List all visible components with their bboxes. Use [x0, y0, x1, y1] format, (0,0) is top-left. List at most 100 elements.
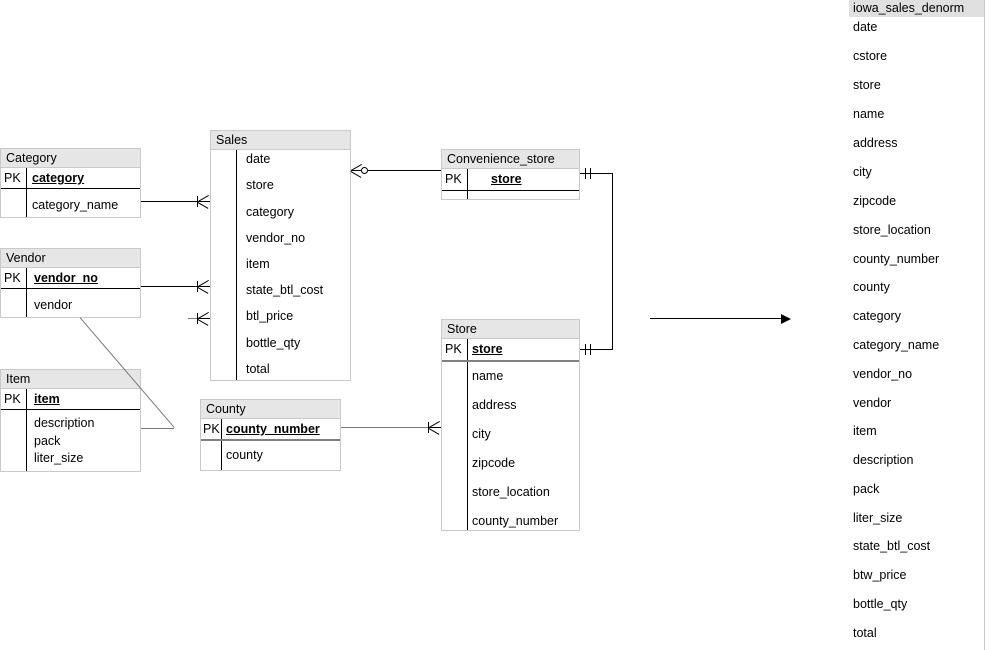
relationship-sales-convenience-crowsfoot — [351, 164, 363, 177]
entity-sales-attr-0: date — [246, 152, 271, 166]
denorm-column-8: county_number — [853, 252, 940, 266]
pk-gutter-divider — [467, 169, 468, 199]
entity-county-attr-0: county — [226, 448, 263, 462]
relationship-category-sales-line — [141, 201, 210, 202]
denorm-column-15: description — [853, 453, 914, 467]
denorm-column-13: vendor — [853, 396, 892, 410]
entity-sales-attr-4: item — [246, 257, 270, 271]
denorm-column-11: category_name — [853, 338, 940, 352]
relationship-vendor-sales-line — [141, 286, 210, 287]
entity-sales-attr-3: vendor_no — [246, 231, 306, 245]
entity-item[interactable]: Item PK item description pack liter_size — [0, 369, 141, 472]
denorm-column-20: bottle_qty — [853, 597, 908, 611]
entity-store[interactable]: Store PK store name address city zipcode… — [441, 319, 580, 531]
entity-vendor-title: Vendor — [1, 249, 140, 268]
entity-vendor[interactable]: Vendor PK vendor_no vendor — [0, 248, 141, 318]
entity-county[interactable]: County PK county_number county — [200, 399, 341, 471]
entity-convenience-store-pk-rule — [442, 190, 579, 191]
entity-item-attr-1: pack — [34, 434, 61, 448]
entity-store-attr-3: zipcode — [472, 456, 516, 470]
entity-sales[interactable]: Sales date store category vendor_no item… — [210, 130, 351, 381]
entity-county-body: PK county_number county — [201, 419, 340, 470]
entity-store-attr-1: address — [472, 398, 517, 412]
pk-gutter-divider — [467, 339, 468, 530]
entity-sales-attr-2: category — [246, 205, 294, 219]
entity-store-title: Store — [442, 320, 579, 339]
entity-convenience-store-pk-label: PK — [445, 172, 462, 186]
denorm-column-19: btw_price — [853, 568, 907, 582]
entity-category-pk-field: category — [32, 171, 85, 185]
denorm-column-14: item — [853, 424, 877, 438]
entity-vendor-pk-field: vendor_no — [34, 271, 98, 285]
entity-convenience-store-title: Convenience_store — [442, 150, 579, 169]
pk-gutter-divider — [26, 389, 27, 471]
transform-arrow-shaft — [650, 318, 783, 319]
entity-item-attr-2: liter_size — [34, 451, 84, 465]
pk-gutter-divider — [26, 168, 27, 217]
entity-item-pk-rule — [1, 409, 140, 410]
entity-category[interactable]: Category PK category category_name — [0, 148, 141, 218]
denorm-column-5: city — [853, 165, 872, 179]
pk-gutter-divider — [26, 268, 27, 317]
relationship-sales-convenience-optional-circle — [361, 167, 368, 174]
entity-vendor-pk-label: PK — [4, 271, 21, 285]
denorm-column-16: pack — [853, 482, 880, 496]
denorm-column-9: county — [853, 280, 890, 294]
denorm-table-title: iowa_sales_denorm — [849, 0, 984, 17]
entity-item-body: PK item description pack liter_size — [1, 389, 140, 471]
entity-store-pk-field: store — [472, 342, 503, 356]
entity-item-pk-field: item — [34, 392, 60, 406]
entity-convenience-store-body: PK store — [442, 169, 579, 199]
entity-sales-title: Sales — [211, 131, 350, 150]
entity-store-attr-0: name — [472, 369, 504, 383]
entity-category-pk-label: PK — [4, 171, 21, 185]
entity-item-pk-label: PK — [4, 392, 21, 406]
entity-sales-attr-6: btl_price — [246, 309, 294, 323]
relationship-convenience-store-bottom-tick-1 — [585, 344, 586, 355]
transform-arrow-head-icon — [781, 314, 791, 324]
entity-county-pk-label: PK — [203, 422, 220, 436]
entity-store-attr-4: store_location — [472, 485, 550, 499]
relationship-convenience-store-bottom-line — [580, 349, 612, 350]
entity-category-body: PK category category_name — [1, 168, 140, 217]
entity-convenience-store-pk-field: store — [491, 172, 522, 186]
denorm-column-21: total — [853, 626, 877, 640]
relationship-county-store-tick — [428, 422, 429, 433]
pk-gutter-divider — [236, 150, 237, 380]
entity-item-attr-0: description — [34, 416, 95, 430]
relationship-item-sales-crowsfoot — [198, 312, 210, 325]
denorm-table-panel[interactable]: iowa_sales_denorm date cstore store name… — [849, 0, 985, 650]
denorm-column-18: state_btl_cost — [853, 539, 931, 553]
entity-store-attr-2: city — [472, 427, 491, 441]
relationship-convenience-store-vertical-line — [612, 173, 613, 350]
entity-sales-attr-8: total — [246, 362, 270, 376]
denorm-column-3: name — [853, 107, 885, 121]
entity-store-pk-rule — [442, 360, 579, 362]
pk-gutter-divider — [221, 419, 222, 470]
entity-store-body: PK store name address city zipcode store… — [442, 339, 579, 530]
denorm-column-17: liter_size — [853, 511, 903, 525]
entity-county-pk-field: county_number — [226, 422, 320, 436]
denorm-column-6: zipcode — [853, 194, 897, 208]
relationship-county-store-crowsfoot — [429, 421, 441, 434]
relationship-county-store-line — [341, 427, 441, 428]
entity-store-pk-label: PK — [445, 342, 462, 356]
entity-category-attr-0: category_name — [32, 198, 119, 212]
relationship-sales-convenience-line — [368, 170, 441, 171]
denorm-column-4: address — [853, 136, 898, 150]
entity-vendor-body: PK vendor_no vendor — [1, 268, 140, 317]
entity-sales-body: date store category vendor_no item state… — [211, 150, 350, 380]
denorm-column-2: store — [853, 78, 881, 92]
entity-sales-attr-7: bottle_qty — [246, 336, 301, 350]
entity-category-title: Category — [1, 149, 140, 168]
relationship-convenience-store-top-tick-2 — [590, 168, 591, 179]
entity-sales-attr-5: state_btl_cost — [246, 283, 324, 297]
denorm-column-1: cstore — [853, 49, 888, 63]
denorm-column-12: vendor_no — [853, 367, 913, 381]
entity-vendor-pk-rule — [1, 288, 140, 289]
relationship-vendor-sales-tick — [197, 281, 198, 292]
relationship-item-sales-tick — [197, 313, 198, 324]
relationship-category-sales-crowsfoot — [198, 195, 210, 208]
entity-convenience-store[interactable]: Convenience_store PK store — [441, 149, 580, 200]
entity-sales-attr-1: store — [246, 178, 274, 192]
